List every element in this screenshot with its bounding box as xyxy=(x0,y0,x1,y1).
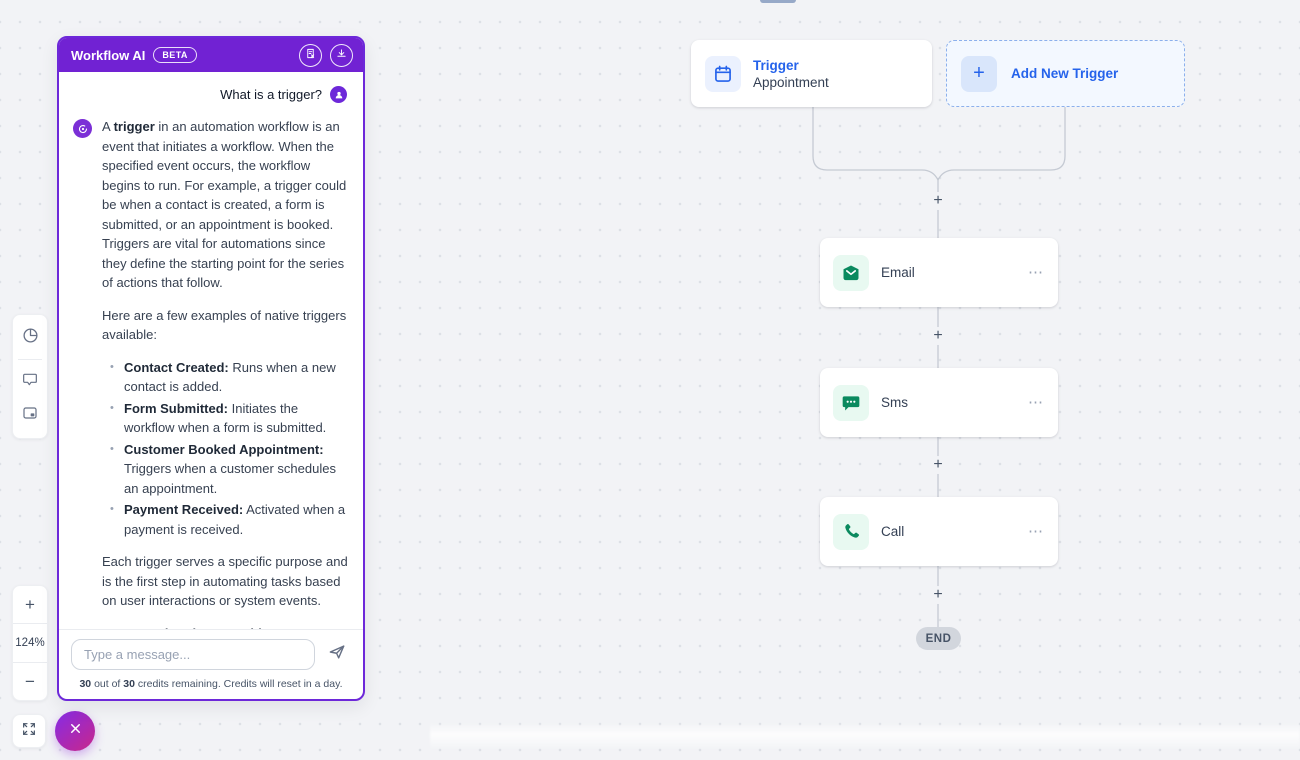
add-step-button[interactable]: + xyxy=(929,192,947,210)
ai-message-content: A trigger in an automation workflow is a… xyxy=(102,117,348,629)
close-icon xyxy=(68,721,83,741)
trigger-node[interactable]: Trigger Appointment xyxy=(691,40,932,107)
calendar-icon xyxy=(705,55,741,92)
send-icon xyxy=(327,642,347,667)
node-menu-ellipsis-icon[interactable]: ⋯ xyxy=(1028,522,1044,540)
comments-button[interactable] xyxy=(15,364,45,398)
canvas-side-toolbar xyxy=(12,314,48,439)
suggested-actions-heading: Suggested Actions to add xyxy=(102,624,348,630)
trigger-node-subtitle: Appointment xyxy=(753,74,829,90)
list-item: Payment Received: Activated when a payme… xyxy=(106,500,348,539)
user-message-text: What is a trigger? xyxy=(220,87,322,102)
plus-icon: + xyxy=(961,55,997,92)
action-label: Email xyxy=(881,265,915,280)
action-label: Call xyxy=(881,524,905,539)
email-icon xyxy=(833,254,869,291)
clear-conversation-button[interactable] xyxy=(299,43,322,67)
chat-body: What is a trigger? A trigger in an autom… xyxy=(59,72,363,629)
sms-icon xyxy=(833,384,869,421)
zoom-controls: + 124% − xyxy=(12,585,48,701)
node-menu-ellipsis-icon[interactable]: ⋯ xyxy=(1028,393,1044,411)
download-icon xyxy=(336,46,347,64)
node-menu-ellipsis-icon[interactable]: ⋯ xyxy=(1028,263,1044,281)
list-item: Form Submitted: Initiates the workflow w… xyxy=(106,399,348,438)
list-item: Contact Created: Runs when a new contact… xyxy=(106,358,348,397)
credits-status: 30 out of 30 credits remaining. Credits … xyxy=(79,678,343,690)
action-node-email[interactable]: Email ⋯ xyxy=(820,238,1058,307)
expand-icon xyxy=(21,721,37,742)
list-item: Customer Booked Appointment: Triggers wh… xyxy=(106,440,348,499)
zoom-level: 124% xyxy=(13,623,47,663)
offscreen-node-peek xyxy=(760,0,796,3)
action-node-sms[interactable]: Sms ⋯ xyxy=(820,368,1058,437)
send-button[interactable] xyxy=(323,641,351,669)
message-input[interactable] xyxy=(71,639,315,670)
user-avatar xyxy=(330,86,347,103)
stats-button[interactable] xyxy=(15,321,45,355)
end-node: END xyxy=(916,627,961,650)
chat-input-area: 30 out of 30 credits remaining. Credits … xyxy=(59,629,363,699)
zoom-out-button[interactable]: − xyxy=(25,671,35,691)
close-assistant-fab[interactable] xyxy=(55,711,95,751)
trigger-node-title: Trigger xyxy=(753,57,799,73)
pie-chart-icon xyxy=(22,327,39,349)
ai-paragraph: Each trigger serves a specific purpose a… xyxy=(102,554,348,608)
workflow-ai-header: Workflow AI BETA xyxy=(59,38,363,72)
ai-avatar-icon xyxy=(73,119,92,138)
ai-message-row: A trigger in an automation workflow is a… xyxy=(73,117,349,629)
ai-paragraph: Here are a few examples of native trigge… xyxy=(102,307,347,343)
trigger-examples-list: Contact Created: Runs when a new contact… xyxy=(106,358,348,540)
fit-to-screen-button[interactable] xyxy=(12,714,46,748)
add-new-trigger-button[interactable]: + Add New Trigger xyxy=(946,40,1185,107)
canvas-bottom-glow xyxy=(430,722,1300,750)
call-icon xyxy=(833,513,869,550)
toolbar-divider xyxy=(18,359,42,360)
ai-paragraph: A trigger in an automation workflow is a… xyxy=(102,119,347,290)
picture-in-picture-button[interactable] xyxy=(15,398,45,432)
action-node-call[interactable]: Call ⋯ xyxy=(820,497,1058,566)
add-new-trigger-label: Add New Trigger xyxy=(1011,66,1119,81)
note-clear-icon xyxy=(305,46,316,64)
add-step-button[interactable]: + xyxy=(929,456,947,474)
user-message-row: What is a trigger? xyxy=(73,86,347,103)
picture-in-picture-icon xyxy=(22,405,38,426)
beta-badge: BETA xyxy=(153,47,197,63)
add-step-button[interactable]: + xyxy=(929,586,947,604)
panel-title: Workflow AI xyxy=(71,47,146,63)
chat-bubble-icon xyxy=(22,371,38,392)
download-transcript-button[interactable] xyxy=(330,43,353,67)
workflow-ai-panel: Workflow AI BETA What xyxy=(57,36,365,701)
zoom-in-button[interactable]: + xyxy=(25,594,35,614)
action-label: Sms xyxy=(881,395,908,410)
add-step-button[interactable]: + xyxy=(929,327,947,345)
